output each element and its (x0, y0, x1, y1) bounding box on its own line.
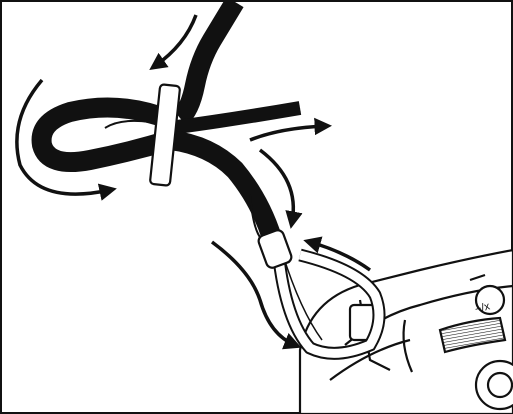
arrow-right-upper (250, 126, 325, 140)
arrow-loop-left-curve (17, 80, 110, 194)
strap-buckle (150, 84, 180, 186)
arrow-strap-top-down (155, 15, 196, 66)
cord-keeper (257, 229, 293, 270)
camera-body (300, 250, 513, 414)
